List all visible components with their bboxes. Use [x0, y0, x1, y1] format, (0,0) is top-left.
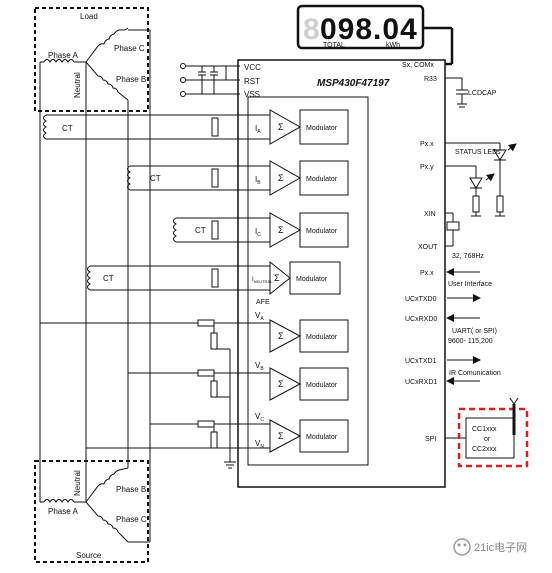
- lcd-ghost-digit: 8: [303, 13, 320, 46]
- uart-label-1: UART( or SPI): [452, 328, 497, 335]
- lcd-connection: [296, 4, 454, 66]
- pin-pxx-2: Px.x: [420, 270, 434, 277]
- ct-label-ib: CT: [150, 174, 161, 183]
- modulator-vb: Modulator: [306, 382, 338, 389]
- sigma-ib: Σ: [278, 173, 284, 183]
- rf-label-3: CC2xxx: [472, 446, 497, 453]
- pin-pxx-1: Px.x: [420, 141, 434, 148]
- rf-transceiver-box: [457, 407, 529, 468]
- load-phase-b: Phase B: [116, 75, 146, 84]
- sigma-vb: Σ: [278, 379, 284, 389]
- watermark-text: 21ic电子网: [474, 541, 527, 554]
- load-phase-c: Phase C: [114, 44, 145, 53]
- chip-name: MSP430F47197: [317, 78, 390, 89]
- pin-spi: SPI: [425, 436, 436, 443]
- load-phase-a: Phase A: [48, 51, 78, 60]
- input-label-vn: VN: [255, 439, 264, 450]
- source-box: [34, 460, 149, 563]
- modulator-in: Modulator: [296, 276, 328, 283]
- source-phase-b: Phase B: [116, 485, 146, 494]
- voltage-divider-network: [40, 319, 270, 469]
- pin-xin: XIN: [424, 211, 436, 218]
- source-neutral: Neutral: [73, 470, 82, 496]
- modulator-ib: Modulator: [306, 176, 338, 183]
- lcdcap-label: LCDCAP: [468, 90, 497, 97]
- load-box: [34, 7, 149, 112]
- watermark: 21ic电子网: [453, 538, 527, 556]
- input-label-in: INEUTRAL: [252, 277, 273, 284]
- lcd-label-kwh: kWh: [386, 42, 400, 49]
- crystal-oscillator: [445, 212, 460, 247]
- crystal-label: 32, 768Hz: [452, 253, 484, 260]
- io-arrows: [445, 268, 481, 439]
- input-label-ib: IB: [255, 175, 261, 186]
- pin-ucx-txd0: UCxTXD0: [405, 296, 437, 303]
- rf-label-1: CC1xxx: [472, 426, 497, 433]
- rf-chip: [465, 417, 515, 459]
- sigma-ic: Σ: [278, 225, 284, 235]
- modulator-va: Modulator: [306, 334, 338, 341]
- input-label-ia: IA: [255, 124, 261, 135]
- lcd-value: 098.04: [320, 13, 418, 46]
- afe-block: [247, 96, 369, 466]
- sigma-ia: Σ: [278, 122, 284, 132]
- ct-label-in: CT: [103, 274, 114, 283]
- afe-label: AFE: [256, 299, 270, 306]
- lcd-label-total: TOTAL: [323, 42, 345, 49]
- modulator-vc: Modulator: [306, 434, 338, 441]
- pin-sx-com: Sx, COMx: [402, 62, 434, 69]
- source-title: Source: [76, 551, 102, 560]
- input-label-vb: VB: [255, 361, 264, 372]
- modulator-blocks: [269, 109, 349, 453]
- rf-label-2: or: [484, 436, 491, 443]
- pin-vcc: VCC: [244, 63, 261, 72]
- pin-vss: VSS: [244, 90, 260, 99]
- source-phase-a: Phase A: [48, 507, 78, 516]
- modulator-ia: Modulator: [306, 125, 338, 132]
- ct-channel-in: [87, 265, 270, 291]
- ct-channel-ib: [127, 165, 270, 191]
- sigma-va: Σ: [278, 331, 284, 341]
- ct-label-ic: CT: [195, 226, 206, 235]
- status-led-circuit: [445, 142, 517, 217]
- ct-channel-ia: [43, 114, 270, 140]
- pin-rst: RST: [244, 77, 260, 86]
- ct-channel-ic: [173, 217, 270, 243]
- input-label-va: VA: [255, 311, 264, 322]
- supply-decoupling: [180, 63, 240, 97]
- load-title: Load: [80, 12, 98, 21]
- pin-ucx-rxd0: UCxRXD0: [405, 316, 437, 323]
- ct-label-ia: CT: [62, 124, 73, 133]
- user-interface-label: User Interface: [448, 281, 492, 288]
- lcdcap-capacitor: [445, 77, 468, 108]
- input-label-vc: VC: [255, 412, 264, 423]
- modulator-ic: Modulator: [306, 228, 338, 235]
- uart-label-2: 9600- 115,200: [448, 338, 493, 345]
- pin-pxy: Px.y: [420, 164, 434, 171]
- ir-label: IR Comunication: [449, 370, 501, 377]
- pin-ucx-txd1: UCxTXD1: [405, 358, 437, 365]
- source-phase-c: Phase C: [116, 515, 147, 524]
- load-neutral: Neutral: [73, 72, 82, 98]
- pin-ucx-rxd1: UCxRXD1: [405, 379, 437, 386]
- pin-xout: XOUT: [418, 244, 438, 251]
- mcu-chip: [237, 59, 446, 488]
- pin-r33: R33: [424, 76, 437, 83]
- sigma-in: Σ: [274, 273, 280, 283]
- input-label-ic: IC: [255, 227, 261, 238]
- status-leds-label: STATUS LEDs: [455, 149, 501, 156]
- sigma-vc: Σ: [278, 431, 284, 441]
